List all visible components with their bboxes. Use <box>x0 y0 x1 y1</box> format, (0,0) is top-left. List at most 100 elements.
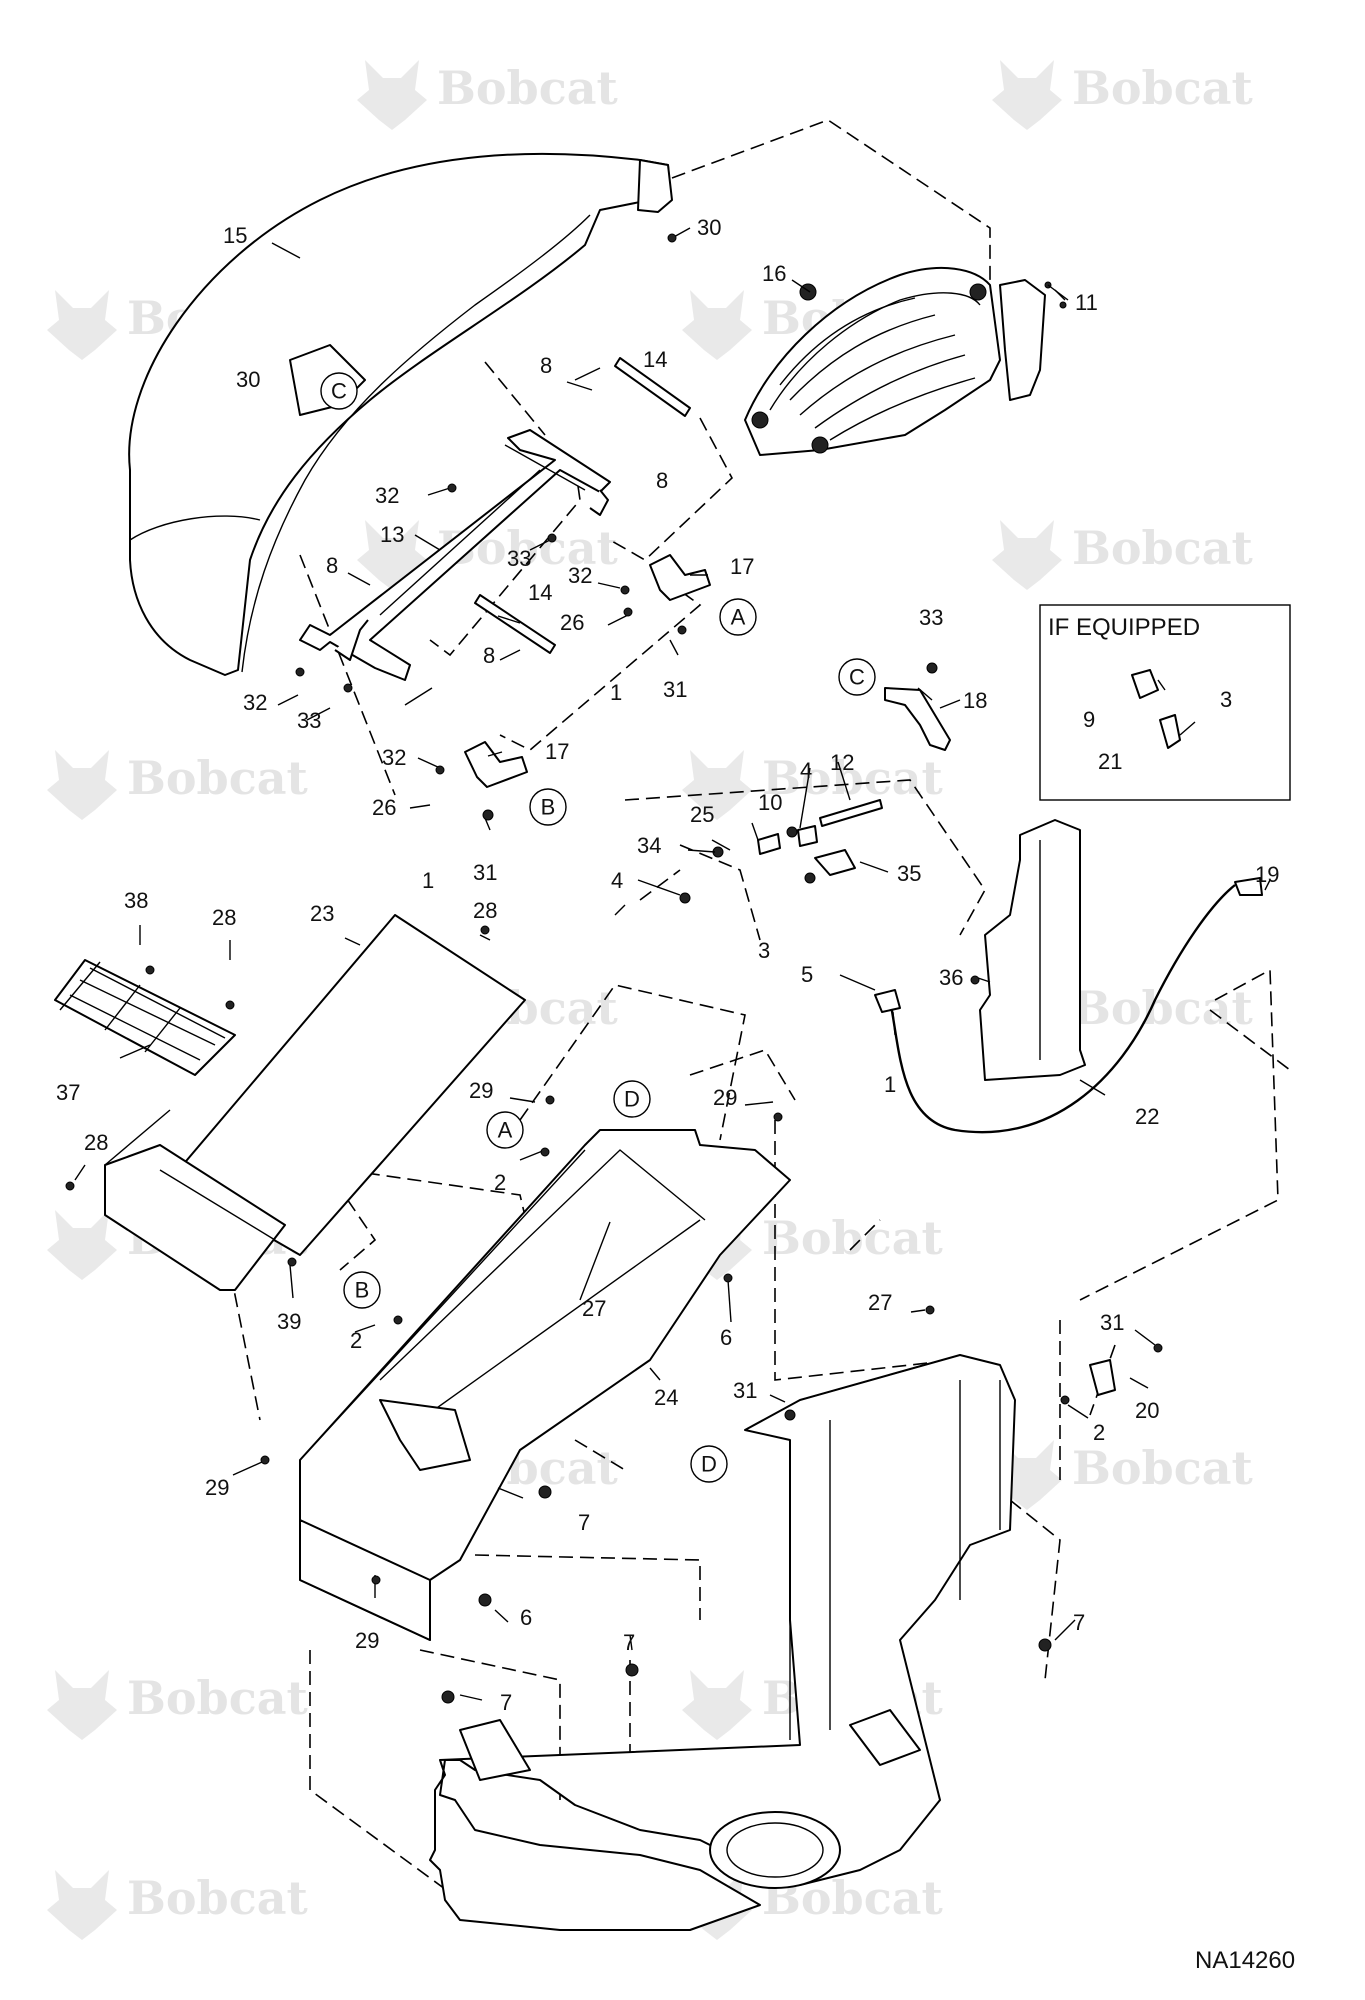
part-20-bracket <box>1089 1359 1116 1396</box>
watermark-text: Bobcat <box>1072 981 1254 1035</box>
ref-d-low: D <box>690 1445 728 1483</box>
callout-c9: 9 <box>1083 707 1095 732</box>
reference-letter: B <box>541 795 556 820</box>
callout-c32c: 32 <box>243 690 267 715</box>
callout-c3a: 3 <box>1220 687 1232 712</box>
callout-c1b: 1 <box>422 868 434 893</box>
reference-letter: C <box>331 379 347 404</box>
watermark-text: Bobcat <box>127 1871 309 1925</box>
callout-c21: 21 <box>1098 749 1122 774</box>
callout-c6a: 6 <box>720 1325 732 1350</box>
callout-c7a: 7 <box>578 1510 590 1535</box>
callout-c1c: 1 <box>884 1072 896 1097</box>
watermark: Bobcat <box>47 750 309 820</box>
part-14-gas-springs <box>474 357 691 654</box>
ref-c-top: C <box>320 372 358 410</box>
callout-c31c: 31 <box>1100 1310 1124 1335</box>
callout-c16: 16 <box>762 261 786 286</box>
callout-c2a: 2 <box>494 1170 506 1195</box>
watermark-logo-icon <box>357 60 427 130</box>
reference-letter: C <box>849 665 865 690</box>
part-17-latches <box>464 554 711 788</box>
watermark-text: Bobcat <box>1072 521 1254 575</box>
callout-c27b: 27 <box>868 1290 892 1315</box>
callout-c31b: 31 <box>473 860 497 885</box>
callout-c35: 35 <box>897 861 921 886</box>
callout-c34: 34 <box>637 833 661 858</box>
main-frame-chassis <box>429 1354 1016 1931</box>
reference-circle <box>719 598 757 636</box>
ref-b-low: B <box>343 1271 381 1309</box>
reference-letter: A <box>731 605 746 630</box>
callout-c8b: 8 <box>656 468 668 493</box>
reference-circle <box>343 1271 381 1309</box>
callout-c8d: 8 <box>483 643 495 668</box>
watermark-logo-icon <box>47 750 117 820</box>
callout-c14a: 14 <box>643 347 667 372</box>
reference-circle <box>613 1080 651 1118</box>
callout-c17a: 17 <box>730 554 754 579</box>
callout-c29b: 29 <box>713 1085 737 1110</box>
callout-c4a: 4 <box>800 758 812 783</box>
callout-c23: 23 <box>310 901 334 926</box>
callout-c26b: 26 <box>372 795 396 820</box>
callout-c5: 5 <box>801 962 813 987</box>
callout-c32d: 32 <box>382 745 406 770</box>
watermark-logo-icon <box>47 1670 117 1740</box>
watermark-text: Bobcat <box>127 751 309 805</box>
hardware-points <box>65 233 1163 1704</box>
latch-mechanism <box>679 799 883 904</box>
right-upright-panel <box>979 819 1086 1081</box>
watermark-text: Bobcat <box>437 61 619 115</box>
callout-c39: 39 <box>277 1309 301 1334</box>
watermark-text: Bobcat <box>762 751 944 805</box>
watermark: Bobcat <box>992 1440 1254 1510</box>
callout-c30b: 30 <box>236 367 260 392</box>
callout-c2b: 2 <box>350 1328 362 1353</box>
callout-c15: 15 <box>223 223 247 248</box>
callout-c33a: 33 <box>507 546 531 571</box>
reference-circle <box>486 1111 524 1149</box>
inset-title: IF EQUIPPED <box>1048 614 1200 641</box>
callout-c36: 36 <box>939 965 963 990</box>
callout-c8a: 8 <box>540 353 552 378</box>
watermark-logo-icon <box>47 1210 117 1280</box>
callout-c10: 10 <box>758 790 782 815</box>
callout-c29a: 29 <box>469 1078 493 1103</box>
reference-circle <box>838 658 876 696</box>
watermark-logo-icon <box>47 290 117 360</box>
ref-c-mid: C <box>838 658 876 696</box>
callout-c29c: 29 <box>205 1475 229 1500</box>
watermark-text: Bobcat <box>1072 61 1254 115</box>
callout-c7b: 7 <box>1073 1610 1085 1635</box>
callout-c4b: 4 <box>611 868 623 893</box>
reference-letter: A <box>498 1118 513 1143</box>
reference-circle <box>320 372 358 410</box>
watermark: Bobcat <box>357 60 619 130</box>
callout-c18: 18 <box>963 688 987 713</box>
watermark-text: Bobcat <box>127 1671 309 1725</box>
callout-c3b: 3 <box>758 938 770 963</box>
reference-letter: B <box>355 1278 370 1303</box>
watermark-logo-icon <box>682 1670 752 1740</box>
callout-c32b: 32 <box>568 563 592 588</box>
reference-letter: D <box>701 1452 717 1477</box>
callout-c31a: 31 <box>663 677 687 702</box>
watermark: Bobcat <box>47 1870 309 1940</box>
watermark-logo-icon <box>992 520 1062 590</box>
callout-c7d: 7 <box>500 1690 512 1715</box>
callout-c14b: 14 <box>528 580 552 605</box>
callout-c26a: 26 <box>560 610 584 635</box>
if-equipped-inset: IF EQUIPPED <box>1039 604 1291 801</box>
reference-letter: D <box>624 1087 640 1112</box>
reference-letters: C A B C D A B D <box>320 372 876 1483</box>
watermark: Bobcat <box>992 60 1254 130</box>
callout-c13: 13 <box>380 522 404 547</box>
part-18-lever-bracket <box>884 687 951 751</box>
watermark: Bobcat <box>682 750 944 820</box>
callout-c33c: 33 <box>919 605 943 630</box>
callout-c2c: 2 <box>1093 1420 1105 1445</box>
part-11-bracket <box>999 279 1069 401</box>
callout-c19: 19 <box>1255 862 1279 887</box>
